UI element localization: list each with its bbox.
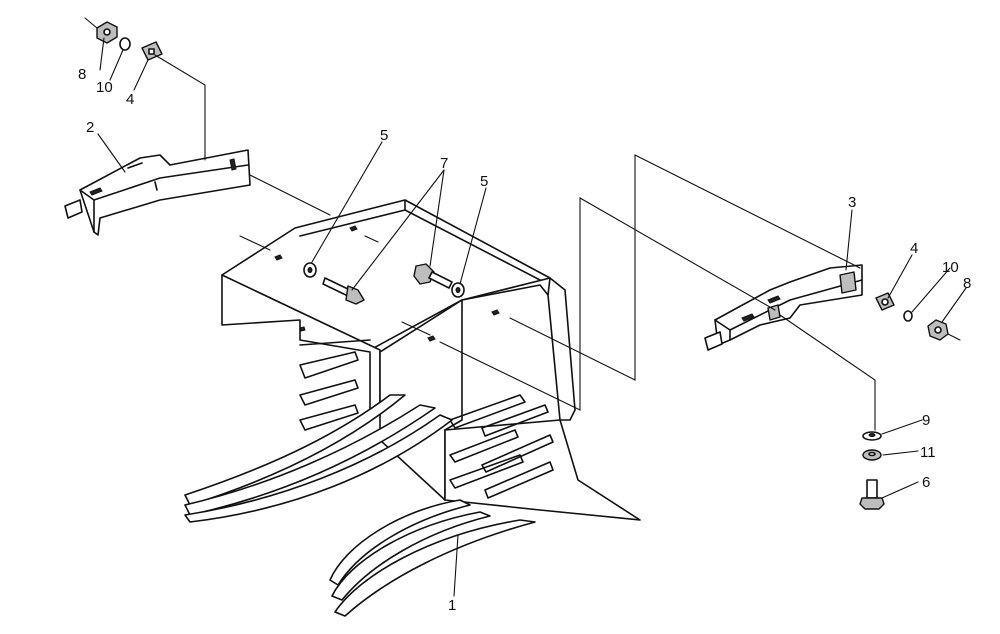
lock-washer-icon xyxy=(119,37,131,51)
callout-10-right: 10 xyxy=(942,259,959,276)
assembly-lines xyxy=(239,154,861,411)
callout-3: 3 xyxy=(848,194,856,211)
callout-9: 9 xyxy=(922,412,930,429)
center-bolts xyxy=(303,262,465,305)
callout-10-top: 10 xyxy=(96,79,113,96)
callout-8-top: 8 xyxy=(78,66,86,83)
hardware-right xyxy=(779,292,961,510)
callout-7: 7 xyxy=(440,155,448,172)
lock-washer-icon xyxy=(903,310,913,322)
callout-6: 6 xyxy=(922,474,930,491)
bracket-part-3 xyxy=(704,264,863,351)
callout-5-right: 5 xyxy=(480,173,488,190)
leader-lines xyxy=(97,37,967,597)
divider-frame-part-1 xyxy=(184,199,641,617)
bracket-part-2 xyxy=(64,149,251,236)
bolt-icon xyxy=(866,479,878,499)
callout-5-left: 5 xyxy=(380,127,388,144)
callout-4-right: 4 xyxy=(910,240,918,257)
callout-8-right: 8 xyxy=(963,275,971,292)
callout-labels: 8 10 4 2 5 7 5 3 4 10 8 9 11 6 1 xyxy=(78,66,971,614)
bolt-icon xyxy=(413,263,435,285)
callout-11: 11 xyxy=(920,444,936,461)
callout-1: 1 xyxy=(448,597,456,614)
callout-2: 2 xyxy=(86,119,94,136)
hardware-top-left xyxy=(84,17,206,161)
callout-4-top: 4 xyxy=(126,91,134,108)
